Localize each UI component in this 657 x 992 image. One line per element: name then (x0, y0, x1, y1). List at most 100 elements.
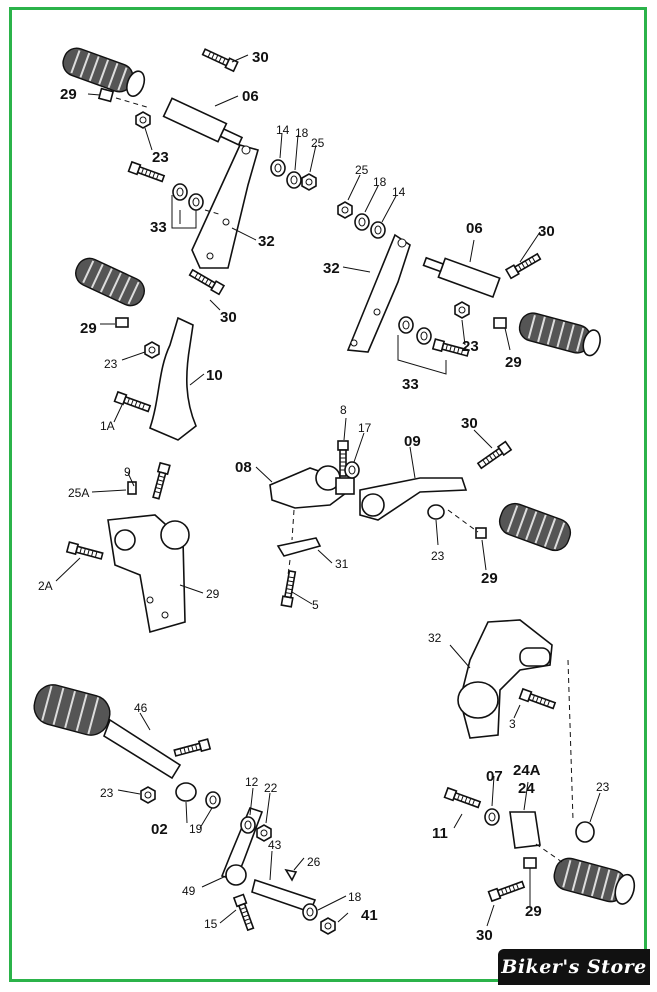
clip-29-a (97, 87, 115, 103)
group-a-footpeg-assembly (62, 46, 317, 269)
callout-25A: 25A (68, 486, 89, 500)
group-e-lever-assembly (269, 440, 572, 608)
washer-07 (484, 808, 500, 826)
callout-14: 14 (392, 185, 406, 199)
washer-19 (205, 791, 221, 809)
nut-41 (320, 917, 336, 935)
footpeg-grip-b (518, 312, 601, 357)
callout-23: 23 (462, 338, 479, 355)
nut-23-a (135, 111, 151, 129)
callout-23: 23 (596, 780, 610, 794)
callout-33: 33 (402, 376, 419, 393)
lever-09 (359, 477, 468, 521)
callout-41: 41 (361, 907, 378, 924)
callout-32: 32 (323, 260, 340, 277)
callout-49: 49 (182, 884, 196, 898)
callout-25: 25 (355, 163, 369, 177)
mount-block-06-a (162, 97, 244, 146)
callout-07: 07 (486, 768, 503, 785)
nut-23-g (140, 786, 156, 804)
callout-11: 11 (432, 825, 448, 842)
fitting-25A (127, 481, 137, 495)
footpeg-grip-c (75, 257, 145, 307)
washer-18-g (302, 903, 318, 921)
callout-29: 29 (206, 587, 220, 601)
callout-8: 8 (340, 403, 347, 417)
rod-46 (103, 718, 182, 780)
bolt-30-f (487, 878, 526, 902)
callout-29: 29 (505, 354, 522, 371)
callout-15: 15 (204, 917, 218, 931)
bolt-30-a (200, 46, 239, 73)
callout-22: 22 (264, 781, 278, 795)
callout-12: 12 (245, 775, 259, 789)
spacer-23-e (427, 504, 445, 520)
bracket-10 (149, 316, 197, 441)
footpeg-grip-e (498, 502, 572, 552)
group-f-bracket-assembly (443, 619, 636, 905)
washer-33-b2 (416, 327, 432, 345)
callout-23: 23 (104, 357, 118, 371)
callout-1A: 1A (100, 419, 115, 433)
nut-25-b (337, 201, 353, 219)
nut-23-b (454, 301, 470, 319)
callout-30: 30 (220, 309, 237, 326)
callout-2A: 2A (38, 579, 53, 593)
group-b-footpeg-assembly (337, 201, 601, 375)
washer-14-a (270, 159, 286, 177)
washer-33-a2 (188, 193, 204, 211)
washer-17 (344, 461, 360, 479)
callout-32: 32 (258, 233, 275, 250)
pin-26 (284, 868, 298, 882)
callout-31: 31 (335, 557, 349, 571)
bolt-30-c (187, 267, 225, 296)
bolt-46 (172, 738, 211, 759)
bolt-2A (66, 541, 105, 562)
callout-23: 23 (100, 786, 114, 800)
washer-33-a1 (172, 183, 188, 201)
bolt-11 (443, 787, 482, 811)
callout-10: 10 (206, 367, 223, 384)
callout-9: 9 (124, 465, 131, 479)
bolt-15 (233, 893, 257, 932)
callout-5: 5 (312, 598, 319, 612)
callout-25: 25 (311, 136, 325, 150)
clip-29-c (115, 317, 129, 328)
callout-06: 06 (242, 88, 259, 105)
bracket-32-b (346, 233, 411, 353)
callout-18: 18 (295, 126, 309, 140)
washer-33-b1 (398, 316, 414, 334)
callout-23: 23 (152, 149, 169, 166)
bushing-02 (175, 782, 197, 802)
callout-43: 43 (268, 838, 282, 852)
clip-29-e (475, 527, 487, 539)
bolt-30-e (475, 440, 512, 471)
footpeg-grip-g (33, 684, 111, 736)
callout-09: 09 (404, 433, 421, 450)
bracket-32-f (459, 619, 553, 739)
callout-30: 30 (476, 927, 493, 944)
callout-17: 17 (358, 421, 372, 435)
clevis-24 (509, 811, 541, 849)
mount-block-06-b (422, 256, 501, 298)
washer-18-a (286, 171, 302, 189)
callout-29: 29 (60, 86, 77, 103)
callout-29: 29 (80, 320, 97, 337)
callout-23: 23 (431, 549, 445, 563)
callout-18: 18 (373, 175, 387, 189)
clip-29-f (523, 857, 537, 869)
callout-24A: 24A (513, 762, 541, 779)
bolt-3 (518, 688, 557, 712)
callout-18: 18 (348, 890, 362, 904)
callout-30: 30 (252, 49, 269, 66)
diagram-frame (9, 7, 647, 982)
callout-30: 30 (461, 415, 478, 432)
callout-29: 29 (525, 903, 542, 920)
nut-23-c (144, 341, 160, 359)
washer-18-b (354, 213, 370, 231)
store-logo: Biker's Store (498, 949, 650, 985)
bracket-32-a (191, 144, 259, 269)
callout-08: 08 (235, 459, 252, 476)
callout-02: 02 (151, 821, 168, 838)
